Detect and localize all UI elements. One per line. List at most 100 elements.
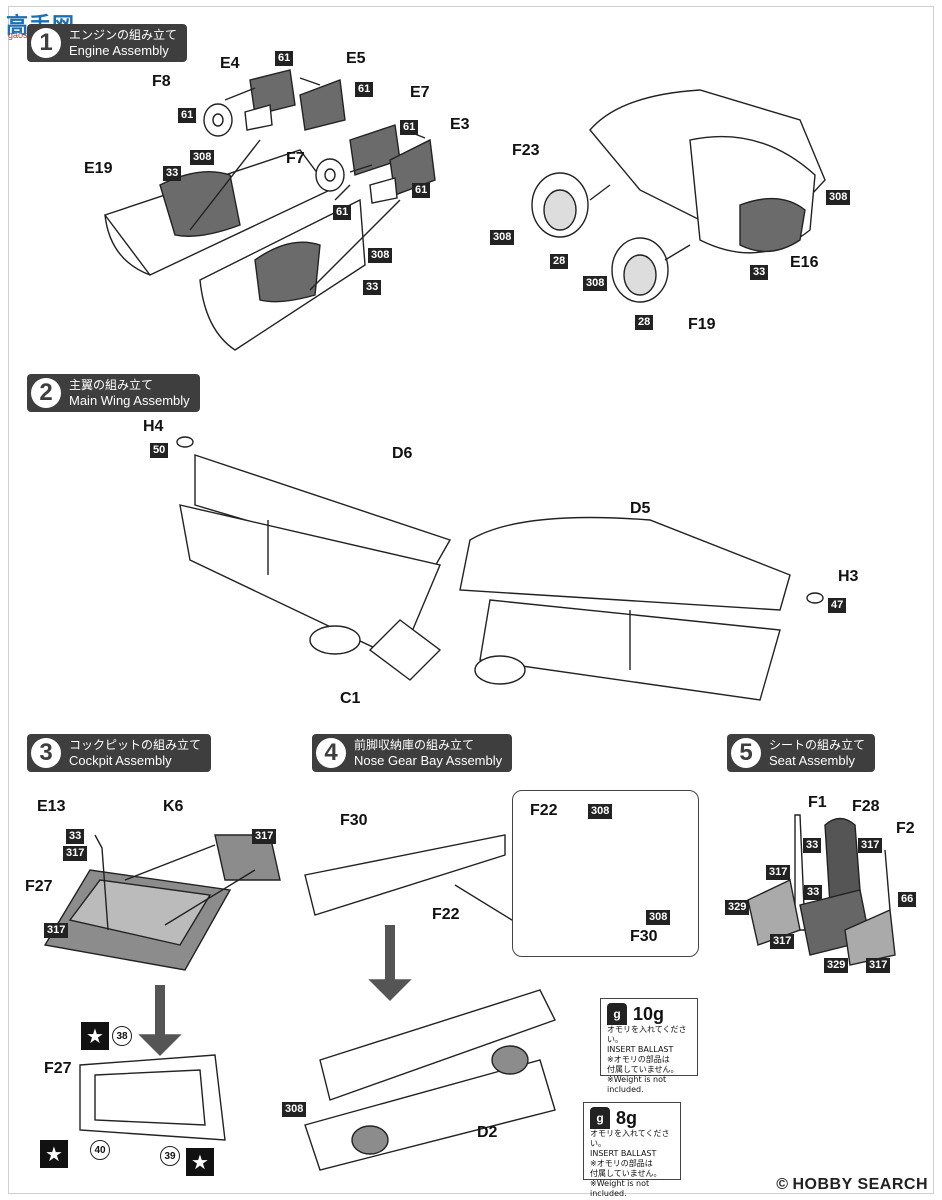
step-number: 4: [316, 738, 346, 768]
step-4-banner: 4 前脚収納庫の組み立て Nose Gear Bay Assembly: [312, 734, 513, 772]
paint-code: 61: [412, 183, 431, 198]
part-label: F30: [630, 928, 658, 945]
detail-inset: [512, 790, 699, 957]
paint-code: 61: [178, 108, 197, 123]
step-title-jp: コックピットの組み立て: [69, 738, 202, 752]
part-label: E16: [790, 254, 819, 271]
ballast-amount: 10g: [633, 1003, 665, 1024]
ballast-text: INSERT BALLAST: [590, 1149, 657, 1158]
part-label: F27: [44, 1060, 72, 1077]
step-title-jp: 前脚収納庫の組み立て: [354, 738, 475, 752]
paint-code: 317: [252, 829, 277, 844]
page-frame: [8, 6, 934, 1194]
logo-text: HOBBY SEARCH: [792, 1176, 928, 1193]
paint-code: 308: [368, 248, 393, 263]
ballast-text: 付属していません。: [590, 1169, 662, 1178]
paint-code: 317: [44, 923, 69, 938]
weight-icon: g: [590, 1107, 610, 1129]
ballast-text: ※オモリの部品は: [607, 1055, 670, 1064]
paint-code: 28: [550, 254, 569, 269]
paint-code: 50: [150, 443, 169, 458]
step-title-en: Seat Assembly: [769, 753, 855, 768]
paint-code: 61: [400, 120, 419, 135]
decal-number: 40: [90, 1140, 110, 1160]
part-label: H4: [143, 418, 164, 435]
paint-code: 317: [770, 934, 795, 949]
hobby-search-logo: © HOBBY SEARCH: [776, 1176, 928, 1194]
paint-code: 317: [63, 846, 88, 861]
step-title-jp: エンジンの組み立て: [69, 28, 178, 42]
ballast-text: 付属していません。: [607, 1065, 679, 1074]
paint-code: 308: [646, 910, 671, 925]
star-decal-icon: ★: [40, 1140, 68, 1168]
decal-number: 39: [160, 1146, 180, 1166]
part-label: E4: [220, 55, 240, 72]
ballast-text: ※Weight is not included.: [590, 1179, 650, 1198]
paint-code: 33: [803, 838, 822, 853]
paint-code: 66: [898, 892, 917, 907]
step-number: 2: [31, 378, 61, 408]
part-label: F1: [808, 794, 827, 811]
paint-code: 308: [490, 230, 515, 245]
step-number: 3: [31, 738, 61, 768]
step-number: 1: [31, 28, 61, 58]
step-3-banner: 3 コックピットの組み立て Cockpit Assembly: [27, 734, 212, 772]
step-title-en: Main Wing Assembly: [69, 393, 190, 408]
step-title-jp: 主翼の組み立て: [69, 378, 154, 392]
copyright-icon: ©: [776, 1176, 789, 1193]
part-label: E13: [37, 798, 66, 815]
part-label: F23: [512, 142, 540, 159]
paint-code: 33: [363, 280, 382, 295]
paint-code: 28: [635, 315, 654, 330]
step-5-banner: 5 シートの組み立て Seat Assembly: [727, 734, 876, 772]
paint-code: 317: [766, 865, 791, 880]
weight-icon: g: [607, 1003, 627, 1025]
part-label: F27: [25, 878, 53, 895]
paint-code: 329: [824, 958, 849, 973]
ballast-text: オモリを入れてください。: [590, 1129, 670, 1148]
part-label: F28: [852, 798, 880, 815]
star-decal-icon: ★: [81, 1022, 109, 1050]
part-label: F19: [688, 316, 716, 333]
part-label: E5: [346, 50, 366, 67]
paint-code: 33: [750, 265, 769, 280]
ballast-note-10g: g 10g オモリを入れてください。 INSERT BALLAST ※オモリの部…: [600, 998, 698, 1094]
part-label: H3: [838, 568, 859, 585]
part-label: F2: [896, 820, 915, 837]
part-label: E3: [450, 116, 470, 133]
part-label: K6: [163, 798, 184, 815]
paint-code: 61: [333, 205, 352, 220]
ballast-text: INSERT BALLAST: [607, 1045, 674, 1054]
part-label: F8: [152, 73, 171, 90]
step-number: 5: [731, 738, 761, 768]
paint-code: 317: [866, 958, 891, 973]
ballast-text: ※オモリの部品は: [590, 1159, 653, 1168]
paint-code: 33: [163, 166, 182, 181]
part-label: D5: [630, 500, 651, 517]
decal-number: 38: [112, 1026, 132, 1046]
paint-code: 317: [858, 838, 883, 853]
step-title-en: Nose Gear Bay Assembly: [354, 753, 503, 768]
paint-code: 308: [583, 276, 608, 291]
part-label: F30: [340, 812, 368, 829]
step-2-banner: 2 主翼の組み立て Main Wing Assembly: [27, 374, 200, 412]
paint-code: 61: [275, 51, 294, 66]
part-label: D2: [477, 1124, 498, 1141]
part-label: D6: [392, 445, 413, 462]
step-title-jp: シートの組み立て: [769, 738, 866, 752]
part-label: F7: [286, 150, 305, 167]
ballast-amount: 8g: [616, 1107, 638, 1128]
part-label: F22: [432, 906, 460, 923]
paint-code: 308: [282, 1102, 307, 1117]
part-label: E19: [84, 160, 113, 177]
step-title-en: Engine Assembly: [69, 43, 169, 58]
paint-code: 33: [66, 829, 85, 844]
ballast-note-8g: g 8g オモリを入れてください。 INSERT BALLAST ※オモリの部品…: [583, 1102, 681, 1198]
star-decal-icon: ★: [186, 1148, 214, 1176]
ballast-text: ※Weight is not included.: [607, 1075, 667, 1094]
ballast-text: オモリを入れてください。: [607, 1025, 687, 1044]
part-label: E7: [410, 84, 430, 101]
step-1-banner: 1 エンジンの組み立て Engine Assembly: [27, 24, 188, 62]
engine-half-left: [103, 149, 366, 351]
